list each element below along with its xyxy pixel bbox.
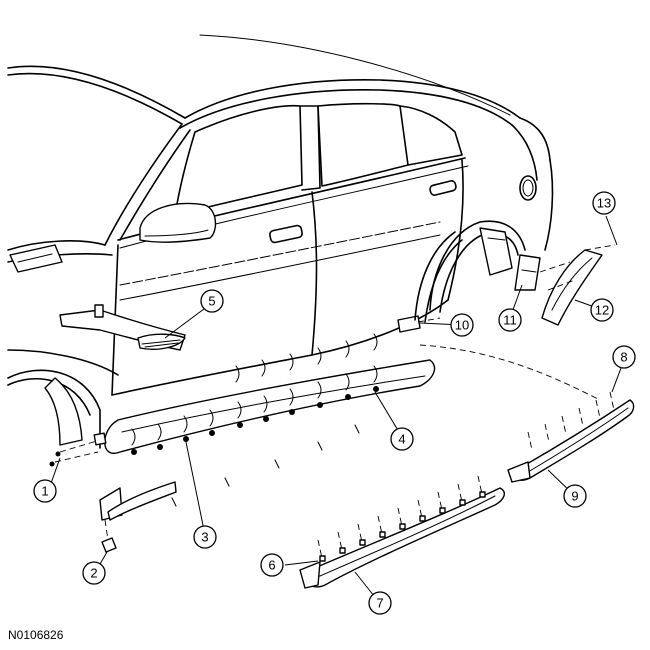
- assembly-path: [419, 344, 601, 401]
- callout-5-label: 5: [208, 294, 215, 309]
- part-6-clips: [317, 475, 486, 562]
- callout-10-label: 10: [455, 318, 469, 333]
- callout-1: 1: [33, 479, 57, 503]
- callout-3: 3: [193, 525, 217, 549]
- callout-9-label: 9: [571, 489, 578, 504]
- part-3-clips: [131, 333, 379, 507]
- callout-7: 7: [368, 591, 392, 615]
- figure-id: N0106826: [8, 628, 64, 642]
- part-9-rear-lower-molding: [507, 399, 635, 483]
- callout-8: 8: [612, 345, 636, 369]
- callout-5: 5: [200, 289, 224, 313]
- callout-11: 11: [498, 308, 522, 332]
- callout-13: 13: [592, 191, 616, 215]
- callout-3-label: 3: [201, 530, 208, 545]
- callout-6: 6: [260, 553, 284, 577]
- vehicle-body: [7, 34, 554, 449]
- part-13-fastener: [539, 244, 616, 291]
- part-1-screws: [49, 432, 107, 467]
- part-5-fender-vent: [59, 304, 186, 351]
- part-11-wheel-opening-molding: [414, 231, 463, 323]
- callout-2-label: 2: [90, 566, 97, 581]
- part-4-rocker-molding: [99, 359, 436, 521]
- callout-13-label: 13: [597, 196, 611, 211]
- callout-9: 9: [563, 484, 587, 508]
- callout-11-label: 11: [503, 313, 517, 328]
- callout-2: 2: [82, 561, 106, 585]
- callout-12-label: 12: [595, 303, 609, 318]
- callout-7-label: 7: [376, 596, 383, 611]
- callout-6-label: 6: [268, 558, 275, 573]
- part-2-nut: [101, 519, 117, 553]
- callout-4: 4: [390, 427, 414, 451]
- callout-8-label: 8: [620, 350, 627, 365]
- callout-10: 10: [450, 313, 474, 337]
- callout-1-label: 1: [41, 484, 48, 499]
- callout-12: 12: [590, 298, 614, 322]
- part-7-lower-molding: [299, 487, 505, 589]
- callout-4-label: 4: [398, 432, 405, 447]
